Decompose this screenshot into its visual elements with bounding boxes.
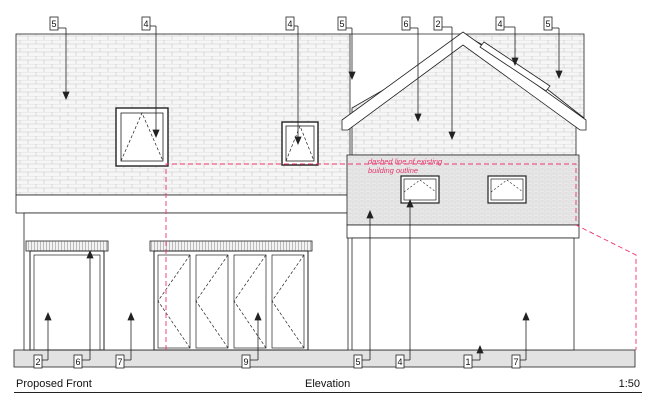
tag-box — [73, 354, 83, 369]
tag-box — [511, 354, 521, 369]
cladding-base-band — [346, 224, 580, 239]
tag-number: 5 — [340, 19, 345, 29]
note-line-2: building outline — [368, 166, 418, 175]
roof-window-right — [281, 121, 319, 166]
tag-box — [433, 16, 443, 31]
tag-box — [285, 16, 295, 31]
tag-number: 5 — [356, 357, 361, 367]
tag-box — [115, 354, 125, 369]
leaders — [42, 25, 563, 361]
cladding-window-left — [400, 175, 440, 204]
front-door — [29, 250, 105, 351]
ground-floor-wall-right — [351, 237, 575, 351]
tag-number: 9 — [244, 357, 249, 367]
tag-box — [401, 16, 411, 31]
tag-number: 4 — [398, 357, 403, 367]
ground-strip — [13, 349, 636, 368]
tag-number: 5 — [52, 19, 57, 29]
roof-vent — [479, 41, 551, 92]
tag-box — [463, 354, 473, 369]
tag-number: 2 — [36, 357, 41, 367]
tag-number: 7 — [514, 357, 519, 367]
tag-number: 2 — [436, 19, 441, 29]
tag-box — [395, 354, 405, 369]
drawing-title-left: Proposed Front — [16, 378, 92, 390]
tag-number: 6 — [404, 19, 409, 29]
tag-box — [353, 354, 363, 369]
tag-box — [543, 16, 553, 31]
tag-box — [33, 354, 43, 369]
bifold-doors — [153, 250, 309, 351]
title-underline — [14, 392, 642, 393]
tag-box — [337, 16, 347, 31]
cladding-band — [346, 154, 580, 226]
note-line-1: dashed line of existing — [368, 157, 443, 166]
tags: 5 4 4 5 6 2 4 5 2 6 7 9 5 4 1 7 — [33, 16, 553, 369]
drawing-title-center: Elevation — [305, 378, 351, 390]
eaves-fascia — [15, 194, 349, 214]
canopy-bifold — [149, 240, 313, 252]
tag-box — [241, 354, 251, 369]
tag-number: 4 — [288, 19, 293, 29]
tag-number: 4 — [144, 19, 149, 29]
tag-number: 4 — [498, 19, 503, 29]
tag-box — [495, 16, 505, 31]
cladding-window-right — [487, 175, 527, 204]
main-roof — [15, 33, 351, 196]
drawing-scale: 1:50 — [618, 378, 640, 390]
tag-number: 7 — [118, 357, 123, 367]
existing-outline-dashed — [165, 163, 637, 350]
tag-number: 6 — [76, 357, 81, 367]
tag-box — [141, 16, 151, 31]
tag-number: 5 — [546, 19, 551, 29]
roof-window-left — [115, 107, 169, 167]
tag-box — [49, 16, 59, 31]
tag-number: 1 — [466, 357, 471, 367]
canopy-left — [25, 240, 109, 252]
